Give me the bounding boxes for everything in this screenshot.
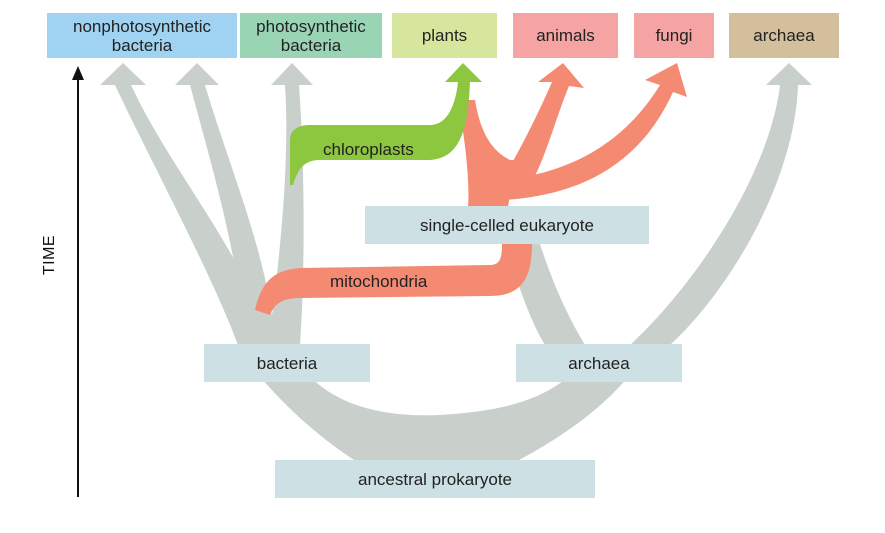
- group-plants: plants: [392, 13, 497, 58]
- time-axis-arrowhead: [72, 66, 84, 80]
- bacteria-branch-left: [100, 63, 270, 345]
- eukaryote-lineages: [255, 63, 687, 315]
- prokaryote-trunk: [235, 345, 650, 470]
- mitochondria-arrow: [255, 244, 532, 315]
- time-axis: [72, 66, 84, 497]
- animals-branch: [505, 63, 584, 185]
- chloroplast-lineage: [290, 63, 482, 185]
- group-fungi: fungi: [634, 13, 714, 58]
- group-animals: animals: [513, 13, 618, 58]
- bacteria-branch-mid: [175, 63, 275, 345]
- group-photosynthetic-bacteria: photosynthetic bacteria: [240, 13, 382, 58]
- node-single-celled-eukaryote: single-celled eukaryote: [365, 206, 649, 244]
- node-ancestral-prokaryote: ancestral prokaryote: [275, 460, 595, 498]
- chloroplast-arrow: [290, 63, 482, 185]
- group-archaea: archaea: [729, 13, 839, 58]
- group-nonphotosynthetic-bacteria: nonphotosynthetic bacteria: [47, 13, 237, 58]
- node-bacteria: bacteria: [204, 344, 370, 382]
- label-chloroplasts: chloroplasts: [323, 140, 414, 159]
- node-archaea: archaea: [516, 344, 682, 382]
- time-axis-label: TIME: [41, 219, 59, 291]
- fungi-branch: [500, 63, 687, 200]
- label-mitochondria: mitochondria: [330, 272, 428, 291]
- archaea-branch: [630, 63, 812, 345]
